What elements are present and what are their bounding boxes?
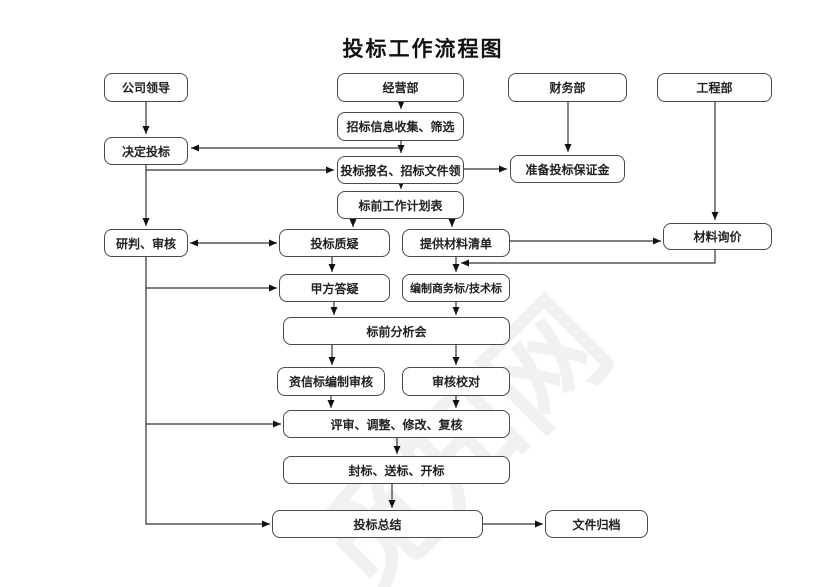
node-pre-bid-meeting: 标前分析会 (283, 317, 510, 345)
node-finance-dept: 财务部 (508, 73, 627, 102)
node-engineering-dept: 工程部 (657, 73, 772, 102)
connector-review-trunk-to-summary (145, 257, 270, 528)
node-management-dept: 经营部 (337, 73, 464, 102)
node-credit-bid-prep: 资信标编制审核 (277, 367, 385, 396)
connector-inquiry-return (461, 250, 716, 267)
node-material-list: 提供材料清单 (402, 229, 510, 257)
node-company-leadership: 公司领导 (104, 73, 188, 102)
page-title: 投标工作流程图 (342, 37, 504, 61)
node-bid-deposit: 准备投标保证金 (510, 155, 625, 183)
node-bid-summary: 投标总结 (272, 510, 483, 538)
node-commercial-tech-bid: 编制商务标/技术标 (402, 274, 510, 302)
node-decide-bid: 决定投标 (104, 137, 188, 165)
node-review-assess: 研判、审核 (104, 229, 188, 257)
node-pre-bid-plan: 标前工作计划表 (337, 191, 464, 219)
node-info-collection: 招标信息收集、筛选 (337, 112, 464, 141)
node-seal-submit-open: 封标、送标、开标 (283, 456, 510, 484)
node-bid-registration: 投标报名、招标文件领 (337, 156, 464, 184)
node-evaluation: 评审、调整、修改、复核 (283, 410, 510, 438)
node-material-inquiry: 材料询价 (663, 223, 772, 250)
node-proofreading: 审核校对 (402, 367, 510, 396)
node-bid-query: 投标质疑 (279, 229, 390, 257)
node-file-archive: 文件归档 (545, 510, 648, 538)
node-party-a-reply: 甲方答疑 (279, 274, 390, 302)
